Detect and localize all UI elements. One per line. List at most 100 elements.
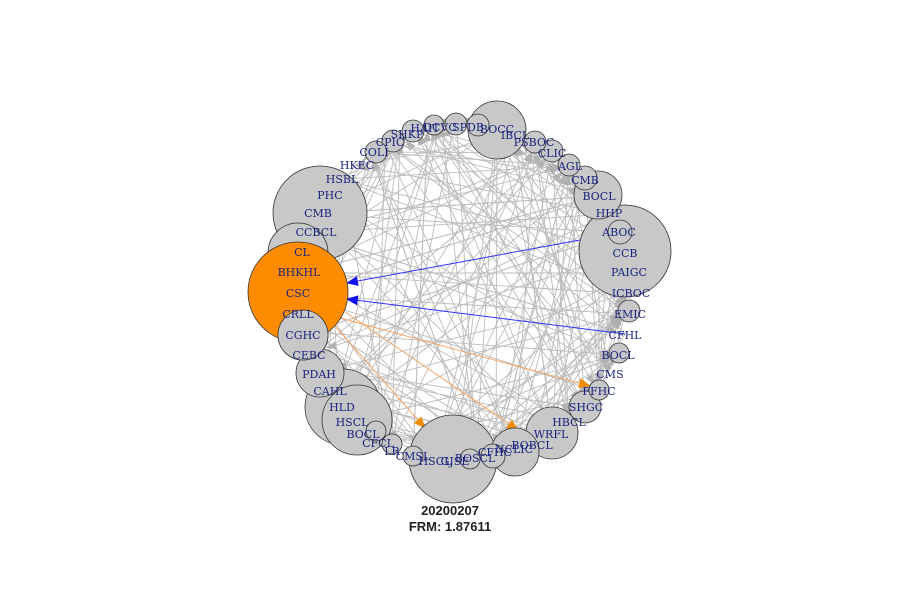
node-circle bbox=[588, 379, 610, 401]
node-label: BOCC bbox=[480, 123, 514, 136]
edge bbox=[433, 174, 566, 461]
node-circle bbox=[381, 433, 403, 455]
node-label: IBCL bbox=[501, 129, 530, 142]
node-labels: BOCCIBCLPSBOCCLICAGLCMBBOCLHHPABOCCCBPAI… bbox=[278, 121, 651, 468]
node-label: CMB bbox=[304, 207, 332, 220]
node-label: CPIC bbox=[376, 136, 405, 149]
node-label: BOCL bbox=[582, 190, 616, 203]
node-label: HLD bbox=[329, 401, 355, 414]
node-label: SHKP bbox=[391, 128, 424, 141]
node-label: PSBOC bbox=[514, 136, 555, 149]
edge bbox=[325, 211, 619, 234]
edge bbox=[438, 126, 477, 459]
edge-csc-cfhc bbox=[344, 311, 519, 431]
edge bbox=[341, 117, 442, 380]
node-circle bbox=[572, 165, 598, 191]
node-label: CCBCL bbox=[296, 226, 338, 239]
edge bbox=[309, 331, 611, 358]
node-label: CEBC bbox=[292, 349, 325, 362]
edge bbox=[370, 354, 620, 419]
node-label: NCLIC bbox=[495, 443, 533, 456]
node-circle bbox=[401, 119, 425, 143]
edge bbox=[309, 235, 610, 333]
edge bbox=[445, 126, 586, 409]
edge bbox=[372, 160, 477, 459]
edge bbox=[337, 314, 621, 389]
node-label: BOCL bbox=[346, 428, 380, 441]
edge bbox=[551, 174, 572, 435]
edge bbox=[434, 136, 516, 452]
edge bbox=[496, 165, 570, 446]
edge bbox=[492, 129, 501, 446]
node-label: BOSCL bbox=[455, 452, 496, 465]
edge bbox=[475, 138, 500, 459]
edge bbox=[376, 117, 442, 424]
edge bbox=[378, 148, 553, 157]
edge bbox=[316, 236, 620, 356]
node-label: BHKHL bbox=[278, 266, 321, 279]
edge bbox=[337, 159, 546, 389]
node-label: CRLL bbox=[282, 308, 314, 321]
node-label: LR bbox=[384, 445, 400, 458]
graph-date: 20200207 bbox=[421, 503, 479, 518]
edge bbox=[433, 129, 611, 375]
node-circle bbox=[578, 204, 672, 298]
node-label: FFHC bbox=[582, 385, 615, 398]
edge bbox=[438, 179, 586, 453]
node-label: CCB bbox=[613, 247, 638, 260]
edge bbox=[337, 185, 579, 389]
edge bbox=[297, 294, 591, 390]
node-label: COLI bbox=[359, 146, 388, 159]
node-circle bbox=[523, 130, 547, 154]
edge bbox=[369, 151, 512, 441]
node-circle bbox=[423, 114, 445, 136]
edge bbox=[405, 140, 611, 375]
edge bbox=[338, 133, 401, 380]
edge bbox=[361, 277, 622, 420]
edge bbox=[513, 145, 553, 435]
node-label: HSCL bbox=[336, 416, 370, 429]
node-circle bbox=[459, 448, 481, 470]
node-label: HSCL bbox=[419, 455, 453, 468]
node-label: CLIC bbox=[538, 147, 566, 160]
edge bbox=[392, 147, 630, 315]
edge bbox=[453, 122, 477, 459]
node-label: CFHC bbox=[478, 446, 512, 459]
edge bbox=[323, 220, 553, 435]
edge-aboc-bhkhl bbox=[346, 232, 619, 286]
edge bbox=[479, 179, 586, 450]
node-label: AGL bbox=[557, 160, 583, 173]
node-circle bbox=[365, 420, 387, 442]
edge-csc-shgc bbox=[339, 317, 591, 388]
node-label: PAIGC bbox=[611, 266, 647, 279]
node-label: ABOC bbox=[601, 226, 636, 239]
edge bbox=[534, 143, 622, 326]
edge bbox=[340, 163, 561, 180]
node-label: HSBL bbox=[326, 173, 359, 186]
edge bbox=[534, 143, 571, 414]
node-circle bbox=[364, 140, 388, 164]
node-label: CAHL bbox=[313, 385, 347, 398]
node-label: CFCL bbox=[362, 437, 394, 450]
node-label: EMIC bbox=[614, 308, 646, 321]
frm-value: FRM: 1.87611 bbox=[408, 519, 492, 534]
edges-highlighted bbox=[334, 232, 626, 431]
node-circle bbox=[480, 443, 506, 469]
node-label: ICBOC bbox=[612, 287, 650, 300]
edge bbox=[373, 160, 497, 455]
edge bbox=[533, 188, 586, 444]
node-label: CMS bbox=[596, 368, 623, 381]
nodes bbox=[247, 100, 672, 504]
edge bbox=[349, 126, 440, 405]
node-label: GJSE bbox=[441, 455, 470, 468]
node-circle bbox=[444, 112, 468, 136]
edge bbox=[534, 143, 586, 400]
edge bbox=[307, 270, 631, 295]
edge bbox=[361, 142, 402, 420]
node-label: CFHL bbox=[609, 329, 643, 342]
node-circle bbox=[607, 219, 633, 245]
node-label: CGHC bbox=[285, 329, 320, 342]
node-circle bbox=[568, 390, 602, 424]
node-label: SHGC bbox=[569, 401, 603, 414]
